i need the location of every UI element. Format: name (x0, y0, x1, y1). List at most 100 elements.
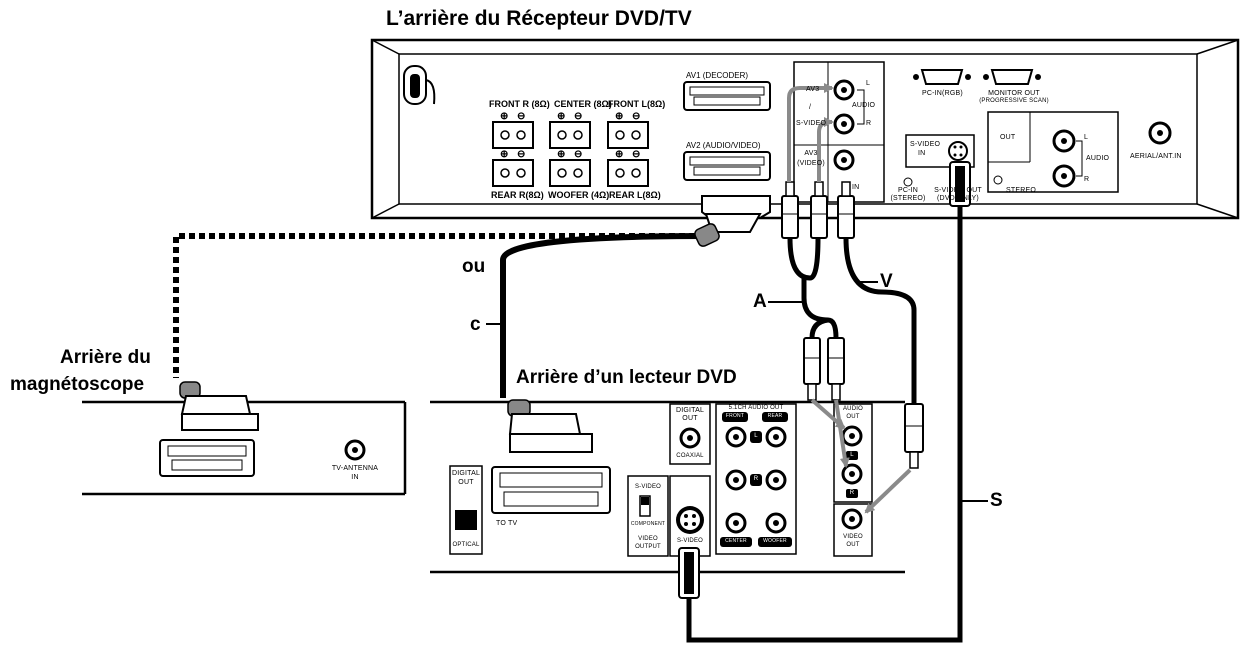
r-label: R (866, 120, 872, 127)
audio-out-label: AUDIO (1086, 155, 1110, 162)
av1-scart-socket (683, 81, 771, 111)
vcr-rear-title-line2: magnétoscope (10, 374, 145, 395)
s-video-switch-label: S-VIDEO (634, 484, 662, 490)
to-tv-label: TO TV (496, 520, 518, 527)
pc-in-stereo-label-1: PC-IN (897, 187, 919, 194)
rear-r-label: REAR R(8Ω) (491, 190, 544, 200)
s-video-plug-dvd (678, 547, 700, 599)
coax-digital-out-label-1: DIGITAL (675, 407, 705, 414)
vcr-rear-title-line1: Arrière du (60, 347, 151, 368)
s-video-label: S-VIDEO (796, 120, 827, 127)
scart-cable-c (500, 233, 706, 398)
receiver-rear-title: L’arrière du Récepteur DVD/TV (386, 7, 692, 30)
rca-plugs-dvd (803, 337, 924, 469)
speaker-terminals: ⊕⊖ ⊕⊖ ⊕⊖ ⊕⊖ ⊕⊖ ⊕⊖ (492, 111, 649, 187)
stereo-label: STEREO (1006, 187, 1036, 194)
s-video-cable (686, 206, 963, 643)
rear-l-label: REAR L(8Ω) (609, 190, 661, 200)
av3-label: AV3 (806, 86, 820, 93)
coaxial-label: COAXIAL (676, 453, 704, 459)
center-label: CENTER (8Ω) (554, 99, 612, 109)
vcr-scart-socket (159, 439, 255, 477)
l-label: L (866, 80, 871, 87)
dvd-woofer-label: WOOFER (763, 538, 787, 544)
av3-video-label-1: AV3 (804, 150, 818, 157)
dvd-center-label: CENTER (725, 538, 747, 544)
av2-scart-socket (683, 151, 771, 181)
optical-jack (455, 510, 477, 530)
s-video-plug-receiver (949, 161, 971, 207)
optical-label: OPTICAL (452, 542, 480, 548)
s-video-out-label-2: (DVD ONLY) (937, 195, 979, 202)
svg-text:⊕: ⊕ (615, 149, 623, 160)
video-output-label-2: OUTPUT (635, 544, 661, 550)
audio-out-r-label: R (1084, 176, 1090, 183)
label-cable-a: A (753, 291, 767, 312)
s-video-in-label-1: S-VIDEO (910, 141, 941, 148)
dvd-panel (430, 400, 905, 574)
svg-text:⊕: ⊕ (500, 149, 508, 160)
component-label: COMPONENT (630, 521, 666, 527)
rear-label: REAR (767, 413, 783, 419)
out-label: OUT (1000, 134, 1016, 141)
label-cable-s: S (990, 490, 1003, 511)
pc-in-rgb-label: PC-IN(RGB) (922, 90, 963, 97)
ch51-label: 5.1CH AUDIO OUT (728, 405, 784, 411)
receiver-panel: ⊕⊖ ⊕⊖ ⊕⊖ ⊕⊖ ⊕⊖ ⊕⊖ (370, 38, 1240, 220)
dvd-audio-l-marker: L (850, 452, 854, 458)
av1-label: AV1 (DECODER) (686, 71, 749, 80)
in-label: IN (852, 184, 860, 191)
front-l-marker: L (754, 433, 758, 439)
svg-text:⊕: ⊕ (500, 111, 508, 122)
av3-panel (793, 61, 885, 203)
power-cord-icon (403, 65, 436, 105)
label-cable-v: V (880, 271, 893, 292)
dvd-video-out-label-2: OUT (846, 542, 860, 548)
video-output-label-1: VIDEO (638, 536, 658, 542)
connection-arrows (787, 83, 912, 514)
av2-label: AV2 (AUDIO/VIDEO) (686, 141, 761, 150)
label-leaders (486, 281, 988, 502)
monitor-out-label-1: MONITOR OUT (988, 90, 1040, 97)
svg-text:⊖: ⊖ (632, 111, 640, 122)
svg-text:⊕: ⊕ (557, 111, 565, 122)
av3-video-label-2: (VIDEO) (797, 160, 825, 167)
dvd-s-video-jack (676, 506, 704, 534)
coax-digital-out-label-2: OUT (682, 415, 698, 422)
dvd-scart-plug (507, 399, 593, 453)
s-video-out-label-1: S-VIDEO OUT (934, 187, 982, 194)
pc-in-rgb-connector (913, 69, 971, 85)
svg-text:⊕: ⊕ (557, 149, 565, 160)
svg-text:⊖: ⊖ (632, 149, 640, 160)
dvd-video-out-label-1: VIDEO (843, 534, 863, 540)
audio-label: AUDIO (852, 102, 876, 109)
svg-text:⊕: ⊕ (615, 111, 623, 122)
optical-digital-out-label-2: OUT (458, 479, 474, 486)
front-r-label: FRONT R (8Ω) (489, 99, 550, 109)
aerial-label: AERIAL/ANT.IN (1130, 153, 1182, 160)
vcr-antenna-jack (344, 439, 366, 461)
dvd-audio-out-label-2: OUT (846, 414, 860, 420)
svg-text:⊖: ⊖ (517, 149, 525, 160)
video-cable-v (843, 237, 917, 404)
dvd-video-out-jack (841, 508, 863, 530)
tv-antenna-label-2: IN (351, 474, 359, 481)
monitor-out-label-2: (PROGRESSIVE SCAN) (979, 98, 1049, 104)
vcr-scart-plug (179, 381, 259, 431)
svg-text:⊖: ⊖ (574, 111, 582, 122)
audio-cable-a (787, 237, 821, 281)
s-video-jack-label: S-VIDEO (676, 538, 704, 544)
label-or: ou (462, 256, 486, 277)
monitor-out-connector (983, 69, 1041, 85)
front-r-marker: R (753, 476, 759, 482)
receiver-scart-plug (694, 195, 771, 247)
dvd-audio-out-label-1: AUDIO (842, 406, 863, 412)
audio-out-block (987, 111, 1119, 193)
dvd-audio-r-marker: R (849, 490, 855, 496)
front-l-label: FRONT L(8Ω) (608, 99, 666, 109)
tv-antenna-label-1: TV-ANTENNA (331, 465, 379, 472)
scart-cable-vcr (173, 233, 705, 378)
pc-in-stereo-label-2: (STEREO) (890, 195, 926, 202)
audio-out-l-label: L (1084, 134, 1089, 141)
svg-text:⊖: ⊖ (517, 111, 525, 122)
